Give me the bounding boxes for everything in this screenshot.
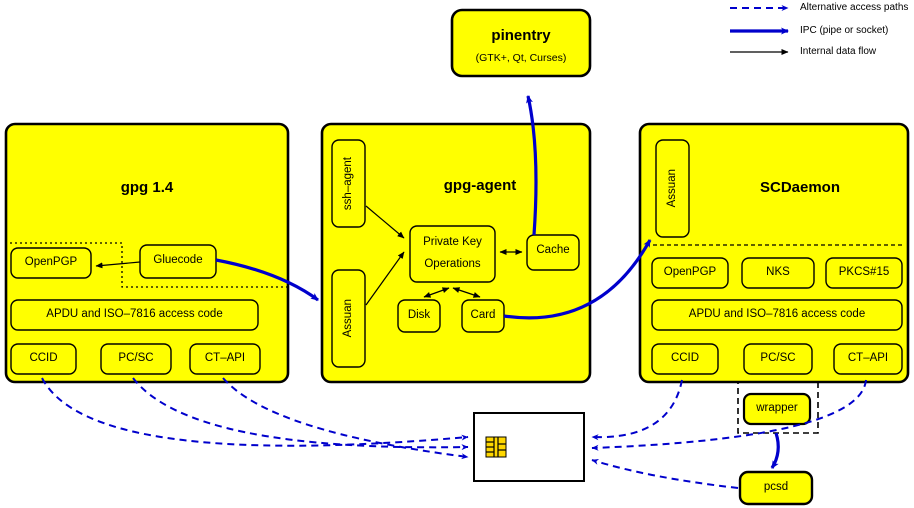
- flow-pkops-card: [452, 287, 481, 298]
- pinentry-box: [450, 8, 592, 78]
- gpg-ctapi-box: [189, 343, 261, 375]
- ipc-agent-to-pinentry: [526, 95, 538, 236]
- gpg-pcsc-box: [100, 343, 172, 375]
- scdaemon-ccid-box: [651, 343, 719, 375]
- ipc-gpg-to-agent: [215, 258, 319, 302]
- wrapper-dashed-enclosure: [737, 381, 819, 434]
- agent-cache-box: [526, 234, 580, 271]
- altpath-gpg-ccid-to-card: [41, 377, 469, 447]
- pcsd-box: [738, 470, 814, 506]
- scdaemon-nks-box: [741, 257, 815, 289]
- scdaemon-ctapi-box: [833, 343, 903, 375]
- agent-assuan-box: [331, 269, 366, 368]
- gpg-dotted-region: [10, 242, 288, 288]
- scdaemon-apdu-box: [651, 299, 903, 331]
- altpath-pcsd-to-card: [591, 459, 739, 489]
- ipc-wrapper-to-pcsd: [770, 432, 780, 469]
- wrapper-box: [742, 392, 812, 426]
- flow-gluecode-to-openpgp: [95, 261, 141, 269]
- agent-card-box: [461, 299, 505, 333]
- scdaemon-pcsc-box: [743, 343, 813, 375]
- gpg-openpgp-box: [10, 247, 92, 279]
- altpath-scd-ctapi-to-card: [591, 379, 867, 451]
- altpath-scd-ccid-to-card: [591, 379, 683, 441]
- altpath-gpg-ctapi-to-card: [222, 377, 469, 460]
- scdaemon-assuan-box: [655, 139, 690, 238]
- scdaemon-openpgp-box: [651, 257, 729, 289]
- gpg-gluecode-box: [139, 244, 217, 279]
- smartcard-chip-icon: [485, 436, 507, 458]
- scdaemon-pkcs15-box: [825, 257, 903, 289]
- gpg-apdu-box: [10, 299, 259, 331]
- agent-private-key-ops-box: [409, 225, 496, 283]
- flow-ssh-agent-to-pkops: [365, 205, 405, 239]
- flow-assuan-to-pkops: [365, 251, 405, 306]
- agent-ssh-agent-box: [331, 139, 366, 228]
- ipc-agent-to-scdaemon: [503, 239, 652, 320]
- flow-pkops-disk: [423, 287, 450, 298]
- gpg-ccid-box: [10, 343, 77, 375]
- altpath-gpg-pcsc-to-card: [132, 377, 469, 451]
- agent-disk-box: [397, 299, 441, 333]
